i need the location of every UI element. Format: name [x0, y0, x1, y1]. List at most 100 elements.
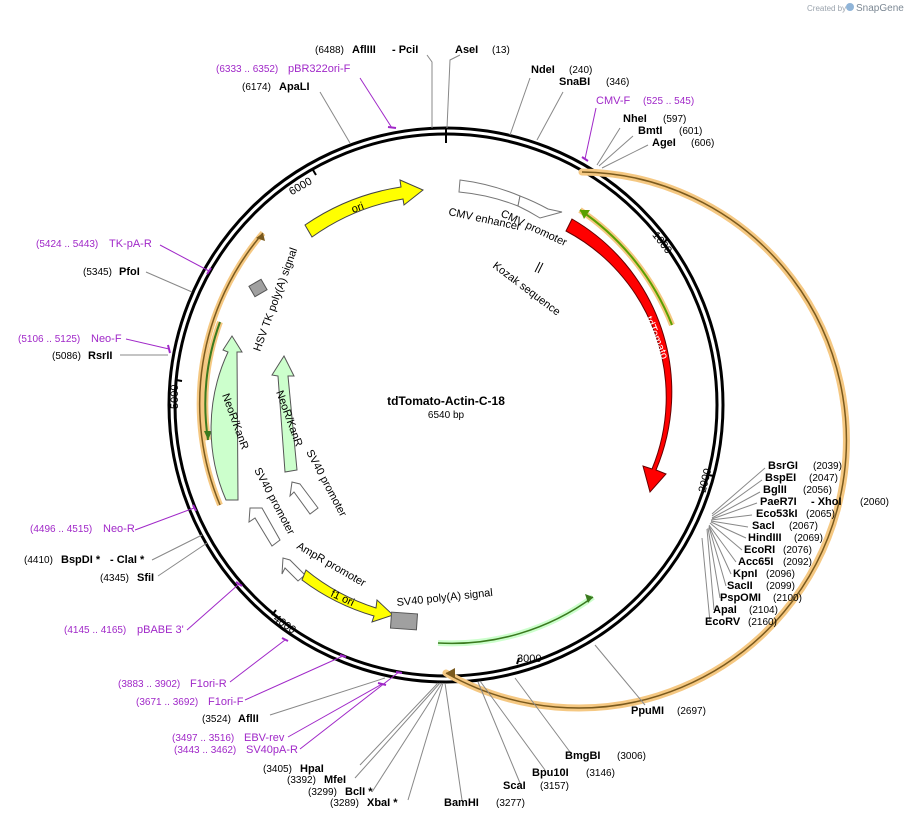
site-bmgBI[interactable]: BmgBI (3006) [565, 750, 646, 762]
leader-hpaI [359, 682, 439, 766]
site-ageI[interactable]: AgeI (606) [652, 137, 714, 149]
site-xbaI[interactable]: (3289) XbaI * [330, 797, 398, 809]
site-bpu10I[interactable]: Bpu10I (3146) [532, 767, 615, 779]
site-snaBI[interactable]: SnaBI (346) [559, 76, 629, 88]
tick-6000 [312, 169, 317, 176]
leader-apaLI [319, 91, 351, 144]
primer-range: (4496 .. 4515) [30, 524, 92, 535]
site-acc65I[interactable]: Acc65I (2092) [738, 556, 812, 568]
site-name: BspEI [765, 472, 796, 484]
site-bamHI[interactable]: BamHI (3277) [444, 797, 525, 809]
primer-neo-r[interactable]: (4496 .. 4515) Neo-R [30, 523, 135, 535]
site-apaLI[interactable]: (6174) ApaLI [242, 81, 310, 93]
site-name: EcoRI [744, 544, 775, 556]
feature-tdtomato[interactable] [565, 218, 673, 494]
site-bspEI[interactable]: BspEI (2047) [765, 472, 838, 484]
feature-hsv-tk-polya[interactable] [248, 278, 268, 298]
leader-kpnI [708, 525, 732, 575]
site-nheI[interactable]: NheI (597) [623, 113, 686, 125]
primer-range: (3883 .. 3902) [118, 679, 180, 690]
site-name: NdeI [531, 64, 555, 76]
site-name: RsrII [88, 350, 112, 362]
site-bsrGI[interactable]: BsrGI (2039) [768, 460, 842, 472]
site-bmtI[interactable]: BmtI (601) [638, 125, 702, 137]
site-pos: (3006) [617, 751, 646, 762]
primer-leader-ebv-rev [287, 683, 383, 738]
primer-f1ori-r[interactable]: (3883 .. 3902) F1ori-R [118, 678, 227, 690]
primer-tk-pa-r[interactable]: (5424 .. 5443) TK-pA-R [36, 238, 152, 250]
leader-bamHI [444, 682, 463, 801]
site-pos: (2100) [773, 593, 802, 604]
leader-aflIII-pciI [426, 54, 433, 128]
site-name: PaeR7I [760, 496, 797, 508]
primer-ebv-rev[interactable]: (3497 .. 3516) EBV-rev [172, 732, 285, 744]
feature-ori[interactable] [304, 179, 424, 238]
site-pspOMI[interactable]: PspOMI (2100) [720, 592, 802, 604]
site-ppuMI[interactable]: PpuMI (2697) [631, 705, 706, 717]
feature-cmv-promoter[interactable] [517, 195, 563, 219]
primer-name: CMV-F [596, 95, 631, 107]
site-pos: (2060) [860, 497, 889, 508]
feature-sv40-polya[interactable] [389, 611, 419, 631]
site-sacI[interactable]: SacI (2067) [752, 520, 818, 532]
site-bglII[interactable]: BglII (2056) [763, 484, 832, 496]
site-mfeI[interactable]: (3392) MfeI [287, 774, 346, 786]
primer-f1ori-f[interactable]: (3671 .. 3692) F1ori-F [136, 696, 244, 708]
primer-range: (3497 .. 3516) [172, 733, 234, 744]
site-hindIII[interactable]: HindIII (2069) [748, 532, 823, 544]
site-sacII[interactable]: SacII (2099) [727, 580, 795, 592]
feature-f1-ori[interactable] [301, 569, 394, 623]
orf-band-tdtomato-inner-core [579, 209, 673, 326]
primer-pbabe-3[interactable]: (4145 .. 4165) pBABE 3' [64, 624, 184, 636]
site-ecoRI[interactable]: EcoRI (2076) [744, 544, 812, 556]
site-ecoRV[interactable]: EcoRV (2160) [705, 616, 777, 628]
site-scaI[interactable]: ScaI (3157) [503, 780, 569, 792]
site-bspDI-claI[interactable]: (4410) BspDI * - ClaI * [24, 554, 145, 566]
feature-label-sv40-polya: SV40 poly(A) signal [396, 587, 493, 609]
site-hpaI[interactable]: (3405) HpaI [263, 763, 324, 775]
site-pos: (346) [606, 77, 629, 88]
primer-sv40pa-r[interactable]: (3443 .. 3462) SV40pA-R [174, 744, 298, 756]
site-name: AgeI [652, 137, 676, 149]
orf-bands [196, 168, 850, 712]
site-rsrII[interactable]: (5086) RsrII [52, 350, 112, 362]
primer-cmv-f[interactable]: CMV-F (525 .. 545) [596, 95, 694, 107]
site-name: ApaI [713, 604, 737, 616]
site-kpnI[interactable]: KpnI (2096) [733, 568, 795, 580]
feature-sv40-promoter-outer[interactable] [248, 507, 281, 547]
feature-kozak-mark-1 [534, 261, 541, 273]
site-pfoI[interactable]: (5345) PfoI [83, 266, 140, 278]
site-pos: (2697) [677, 706, 706, 717]
site-name: Eco53kI [756, 508, 798, 520]
primer-name: TK-pA-R [109, 238, 152, 250]
site-pos: (3277) [496, 798, 525, 809]
primer-name: EBV-rev [244, 732, 285, 744]
site-name: BamHI [444, 797, 479, 809]
primer-neo-f[interactable]: (5106 .. 5125) Neo-F [18, 333, 122, 345]
feature-cmv-enhancer[interactable] [458, 179, 521, 207]
orf-arrow-neo-outer-icon [256, 233, 265, 241]
site-apaI[interactable]: ApaI (2104) [713, 604, 778, 616]
site-aflII[interactable]: (3524) AflII [202, 713, 259, 725]
site-pos: (2069) [794, 533, 823, 544]
feature-neokanr-inner[interactable] [271, 354, 298, 473]
site-ndeI[interactable]: NdeI (240) [531, 64, 592, 76]
feature-neokanr-outer[interactable] [210, 335, 243, 501]
plasmid-size: 6540 bp [428, 410, 465, 421]
site-eco53kI[interactable]: Eco53kI (2065) [756, 508, 835, 520]
leader-eco53kI [710, 514, 753, 521]
site-pos: (601) [679, 126, 702, 137]
site-pos: (2047) [809, 473, 838, 484]
leader-aflII [269, 677, 386, 716]
site-sfiI[interactable]: (4345) SfiI [100, 572, 154, 584]
tick-2000 [707, 474, 715, 477]
site-bclI[interactable]: (3299) BclI * [308, 786, 373, 798]
primer-name: Neo-F [91, 333, 122, 345]
site-paeR7I-xhoI[interactable]: PaeR7I - XhoI (2060) [760, 496, 889, 508]
site-aseI[interactable]: AseI (13) [455, 44, 510, 56]
site-aflIII-pciI[interactable]: (6488) AflIII - PciI [315, 44, 418, 56]
primer-pbr322ori-f[interactable]: (6333 .. 6352) pBR322ori-F [216, 63, 351, 75]
feature-sv40-promoter-inner[interactable] [289, 481, 319, 515]
feature-ampr-promoter[interactable] [281, 557, 306, 582]
